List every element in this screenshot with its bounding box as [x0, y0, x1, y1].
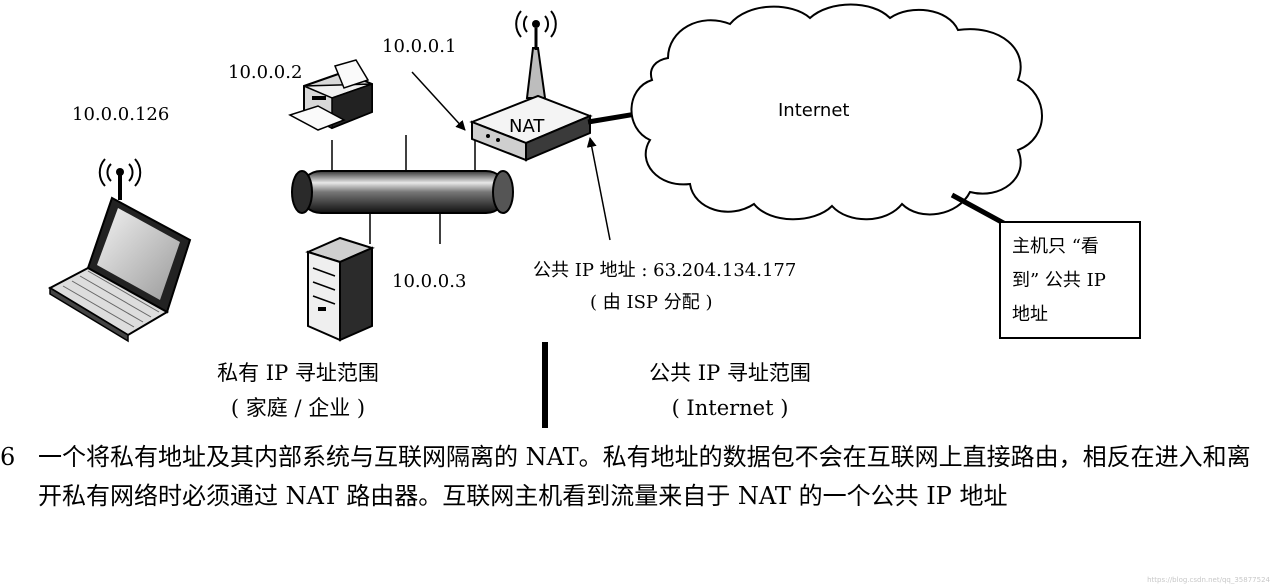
figure-caption: 一个将私有地址及其内部系统与互联网隔离的 NAT。私有地址的数据包不会在互联网上…	[38, 443, 1251, 510]
laptop-ip-label: 10.0.0.126	[72, 104, 169, 125]
host-note-line-2: 到” 公共 IP	[1012, 270, 1106, 291]
figure-number-fragment: 6	[0, 443, 16, 471]
nat-label: NAT	[509, 116, 545, 137]
private-range-sub: ( 家庭 / 企业 )	[231, 396, 365, 420]
host-note-line-3: 地址	[1012, 304, 1048, 325]
printer-icon	[288, 59, 373, 131]
host-note-line-1: 主机只 “看	[1012, 236, 1099, 257]
ethernet-bus	[291, 135, 514, 244]
server-ip-label: 10.0.0.3	[392, 271, 466, 292]
public-ip-label: 公共 IP 地址 : 63.204.134.177	[533, 260, 796, 281]
range-divider	[542, 342, 548, 428]
host-note-box	[999, 221, 1141, 339]
public-ip-note: ( 由 ISP 分配 )	[590, 292, 712, 313]
internet-cloud	[630, 3, 1043, 221]
server-icon	[305, 236, 375, 342]
router-ip-arrow	[411, 71, 466, 131]
watermark: https://blog.csdn.net/qq_35877524	[1147, 576, 1270, 584]
internet-label: Internet	[778, 100, 849, 121]
public-range-sub: ( Internet )	[672, 396, 789, 420]
router-ip-label: 10.0.0.1	[382, 36, 456, 57]
nat-router-icon	[469, 10, 593, 162]
public-ip-arrow	[586, 137, 611, 241]
private-range-title: 私有 IP 寻址范围	[217, 361, 379, 385]
public-range-title: 公共 IP 寻址范围	[649, 361, 811, 385]
laptop-icon	[47, 158, 192, 343]
printer-ip-label: 10.0.0.2	[228, 62, 302, 83]
